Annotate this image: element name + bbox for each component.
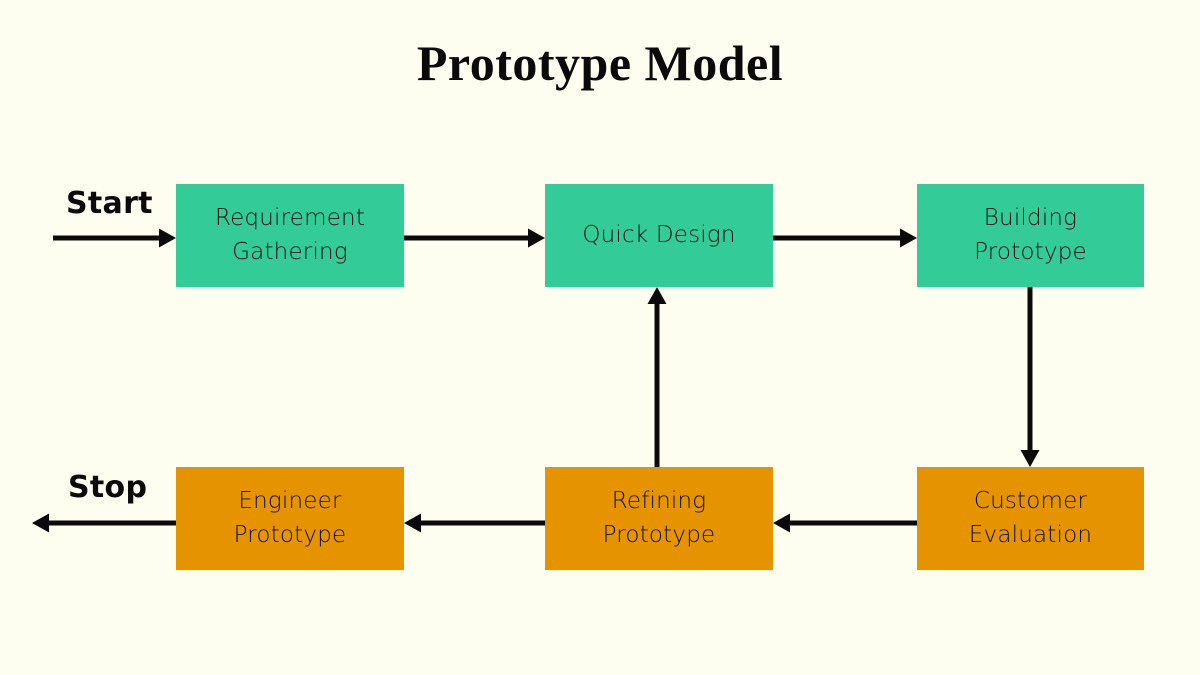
node-label-building-prototype: Building Prototype	[974, 205, 1087, 265]
edge-customer-to-refining	[773, 513, 917, 533]
edge-building-to-customer	[1020, 287, 1040, 467]
node-label-customer-evaluation: Customer Evaluation	[968, 488, 1093, 548]
edge-refining-to-engineer	[404, 513, 545, 533]
node-label-requirement-gathering: Requirement Gathering	[214, 205, 366, 265]
node-label-quick-design: Quick Design	[582, 221, 736, 248]
edge-engineer-to-stop	[32, 513, 176, 533]
arrowhead-icon	[647, 287, 667, 304]
node-requirement-gathering[interactable]: Requirement Gathering	[176, 184, 404, 287]
edge-quick-design-to-building	[773, 228, 917, 248]
terminal-label-stop: Stop	[68, 470, 148, 505]
node-quick-design[interactable]: Quick Design	[545, 184, 773, 287]
node-label-engineer-prototype: Engineer Prototype	[233, 488, 347, 548]
node-refining-prototype[interactable]: Refining Prototype	[545, 467, 773, 570]
arrowhead-icon	[773, 513, 790, 533]
arrowhead-icon	[528, 228, 545, 248]
arrowhead-icon	[159, 228, 176, 248]
arrowhead-icon	[32, 513, 49, 533]
edge-start-to-requirement	[53, 228, 176, 248]
arrowhead-icon	[404, 513, 421, 533]
arrowhead-icon	[1020, 450, 1040, 467]
edge-refining-to-quick-design	[647, 287, 667, 467]
edge-requirement-to-quick-design	[404, 228, 545, 248]
page-title: Prototype Model	[416, 35, 784, 91]
node-customer-evaluation[interactable]: Customer Evaluation	[917, 467, 1144, 570]
node-building-prototype[interactable]: Building Prototype	[917, 184, 1144, 287]
terminal-label-start: Start	[66, 186, 153, 221]
arrowhead-icon	[900, 228, 917, 248]
node-label-refining-prototype: Refining Prototype	[602, 488, 716, 548]
node-engineer-prototype[interactable]: Engineer Prototype	[176, 467, 404, 570]
